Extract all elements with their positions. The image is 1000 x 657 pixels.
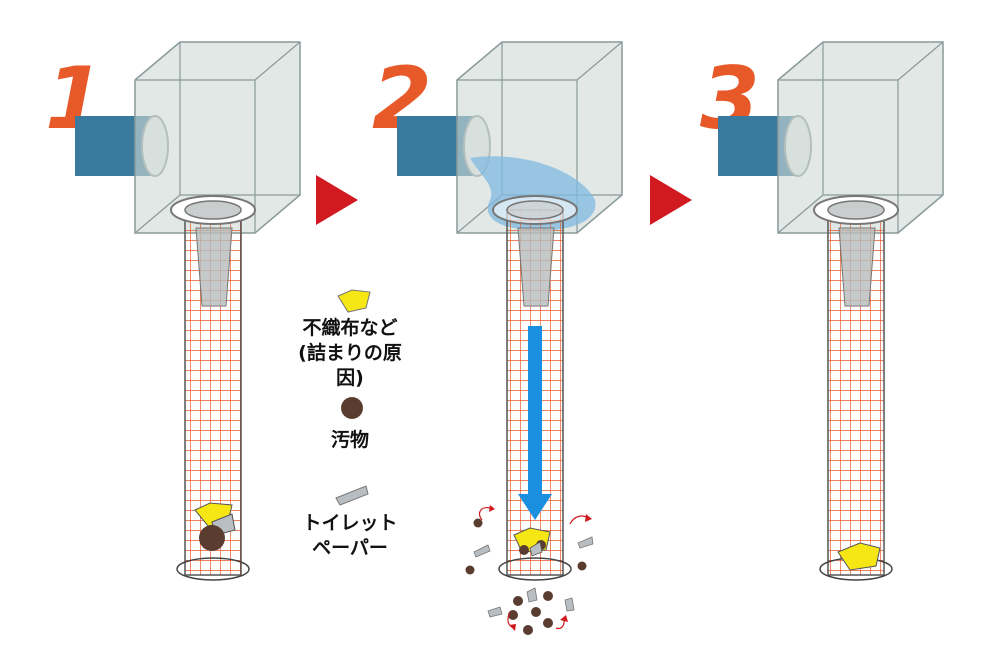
legend-dirt-text: 汚物: [330, 429, 369, 451]
nonwoven-icon: [337, 289, 371, 313]
step-arrow-1: [316, 175, 358, 225]
nonwoven-trapped: [837, 542, 881, 571]
legend-nonwoven-label: 不織布など (詰まりの原因): [290, 316, 410, 391]
paper-icon: [335, 485, 369, 506]
debris-clog: [513, 527, 551, 557]
legend-nonwoven-line1: 不織布など: [302, 317, 398, 339]
legend: [335, 289, 371, 506]
panel-2: 2: [372, 41, 623, 635]
debris-clog: [194, 502, 236, 551]
legend-paper-label: トイレット ペーパー: [290, 511, 410, 561]
legend-nonwoven-line2: (詰まりの原因): [298, 342, 402, 389]
panel-3: 3: [700, 41, 944, 581]
step-arrow-2: [650, 175, 692, 225]
legend-paper-line1: トイレット: [302, 512, 398, 534]
legend-paper-line2: ペーパー: [312, 537, 388, 559]
drain-box: [134, 41, 301, 234]
drain-box: [777, 41, 944, 234]
mesh-basket: [813, 195, 899, 581]
flow-arrow: [518, 326, 552, 520]
scattered-debris: [465, 505, 594, 635]
legend-dirt-label: 汚物: [290, 428, 410, 453]
panel-1: 1: [45, 41, 301, 581]
dirt-icon: [341, 397, 363, 419]
